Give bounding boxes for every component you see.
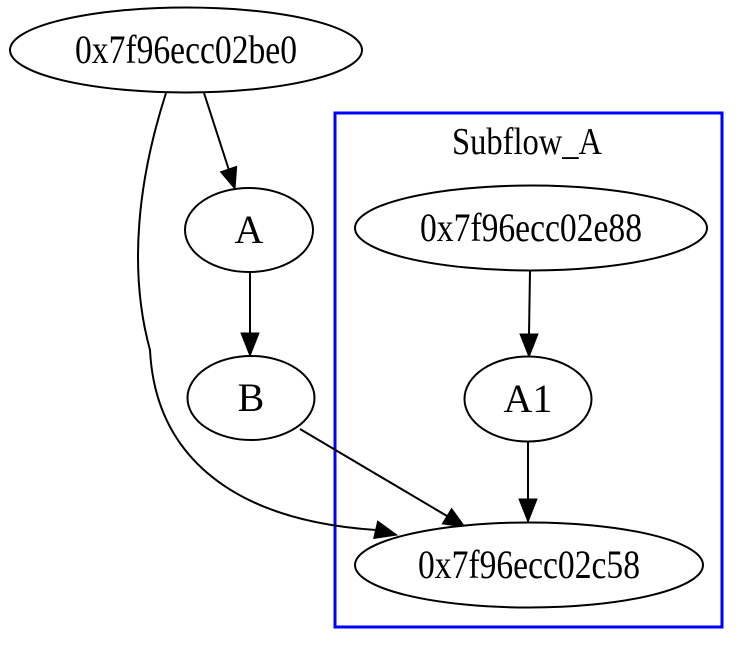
edge-be0-a-arrowhead-icon <box>219 165 238 191</box>
node-a1-label: A1 <box>504 376 553 421</box>
node-0x7f96ecc02c58-label: 0x7f96ecc02c58 <box>418 542 640 587</box>
edge-be0-c58-arrowhead-icon <box>373 520 399 540</box>
edge-a-b-arrowhead-icon <box>240 332 260 358</box>
edge-e88-a1-arrowhead-icon <box>519 333 539 359</box>
edge-a1-c58 <box>518 442 538 524</box>
node-a: A <box>184 187 314 273</box>
node-0x7f96ecc02be0-shape <box>9 6 363 94</box>
edge-be0-a <box>203 92 238 191</box>
edge-e88-a1-line <box>528 270 531 335</box>
edge-b-c58 <box>299 428 467 528</box>
node-0x7f96ecc02e88-shape <box>354 184 708 272</box>
node-b-label: B <box>238 375 265 420</box>
cluster-subflow-a: Subflow_A <box>333 111 724 629</box>
node-0x7f96ecc02be0: 0x7f96ecc02be0 <box>9 6 363 94</box>
node-a-label: A <box>235 207 264 252</box>
edge-be0-a-line <box>203 92 230 170</box>
node-0x7f96ecc02e88-label: 0x7f96ecc02e88 <box>420 205 642 250</box>
cluster-border <box>333 111 724 629</box>
edge-b-c58-arrowhead-icon <box>441 507 467 528</box>
node-0x7f96ecc02be0-label: 0x7f96ecc02be0 <box>75 27 297 72</box>
node-0x7f96ecc02c58-shape <box>354 521 704 609</box>
edge-be0-c58 <box>137 92 399 540</box>
edge-e88-a1 <box>519 270 539 359</box>
node-b-shape <box>186 355 316 441</box>
node-b: B <box>186 355 316 441</box>
node-a-shape <box>184 187 314 273</box>
edge-b-c58-line <box>299 428 448 517</box>
cluster-label: Subflow_A <box>452 121 602 163</box>
edge-a1-c58-arrowhead-icon <box>518 498 538 524</box>
node-a1-shape <box>463 355 593 443</box>
node-0x7f96ecc02e88: 0x7f96ecc02e88 <box>354 184 708 272</box>
edge-a-b <box>240 272 260 358</box>
node-a1: A1 <box>463 355 593 443</box>
edge-be0-c58-line <box>137 92 377 531</box>
nodes: 0x7f96ecc02be0 A B 0x7f96ecc02e88 A1 0x7 <box>9 6 708 609</box>
edges <box>137 92 539 540</box>
node-0x7f96ecc02c58: 0x7f96ecc02c58 <box>354 521 704 609</box>
